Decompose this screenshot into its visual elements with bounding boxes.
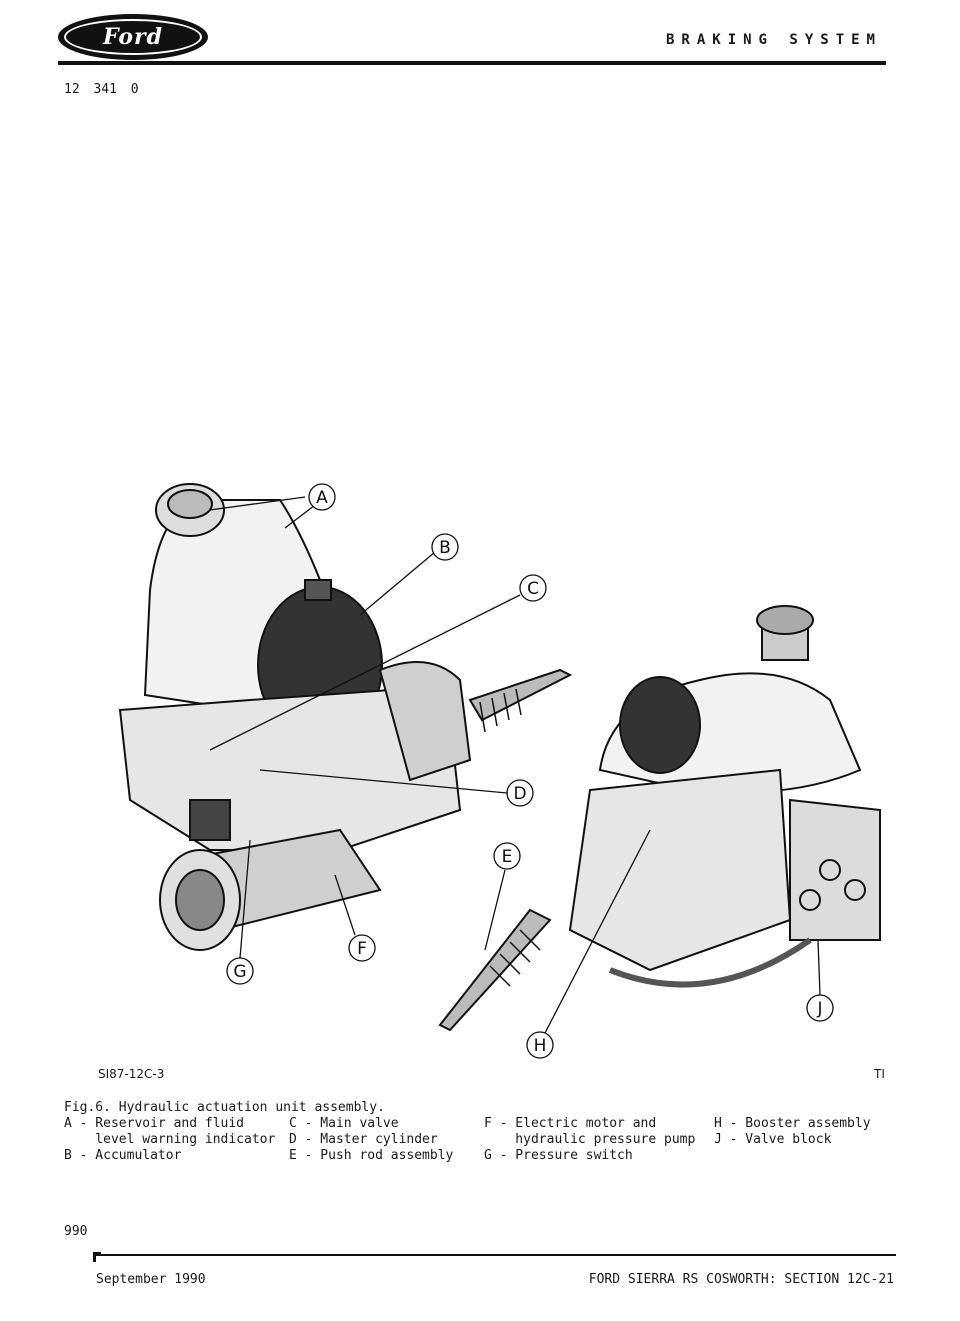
caption-column-2: C - Main valve D - Master cylinder E - P… (289, 1116, 454, 1163)
illustration-id: SI87-12C-3 (98, 1067, 165, 1081)
footer-rule (96, 1254, 896, 1256)
callout-label-d: D (513, 784, 526, 804)
callout-label-c: C (527, 579, 539, 599)
page-number: 990 (64, 1224, 88, 1239)
callout-a (308, 483, 336, 511)
callout-b (431, 533, 459, 561)
callout-label-e: E (502, 847, 513, 867)
footer-date: September 1990 (96, 1272, 206, 1287)
ford-logo-oval: Ford (64, 19, 202, 55)
caption-title: Fig.6. Hydraulic actuation unit assembly… (64, 1100, 385, 1115)
header-rule (58, 61, 886, 65)
valve-body-right (568, 768, 792, 972)
page-code: 12 341 0 (64, 82, 139, 97)
footer-rule-mark (93, 1252, 101, 1262)
callout-label-g: G (233, 962, 246, 982)
pressure-switch (189, 799, 231, 841)
callout-label-f: F (357, 939, 367, 959)
callout-d (506, 779, 534, 807)
section-title: BRAKING SYSTEM (665, 32, 882, 48)
caption-column-3: F - Electric motor and hydraulic pressur… (484, 1116, 696, 1163)
callout-label-h: H (534, 1036, 547, 1056)
callout-label-b: B (439, 538, 451, 558)
callout-g (226, 957, 254, 985)
callout-j (806, 994, 834, 1022)
ford-logo-text: Ford (102, 24, 164, 50)
callout-h (526, 1031, 554, 1059)
footer-section: FORD SIERRA RS COSWORTH: SECTION 12C-21 (588, 1272, 894, 1287)
ford-logo: Ford (58, 14, 208, 60)
caption-column-1: A - Reservoir and fluid level warning in… (64, 1116, 276, 1163)
valve-block (789, 798, 881, 941)
callout-e (493, 842, 521, 870)
callout-label-j: J (816, 999, 822, 1019)
caption-column-4: H - Booster assembly J - Valve block (714, 1116, 871, 1147)
hydraulic-unit-illustration: A B C D E F G H J (118, 483, 881, 1059)
push-rod-left (468, 668, 573, 722)
accumulator-right (619, 676, 701, 774)
callout-label-a: A (316, 488, 328, 508)
figure-caption: Fig.6. Hydraulic actuation unit assembly… (64, 1100, 871, 1163)
callout-f (348, 934, 376, 962)
illustration-mark: TI (874, 1067, 885, 1081)
callout-c (519, 574, 547, 602)
